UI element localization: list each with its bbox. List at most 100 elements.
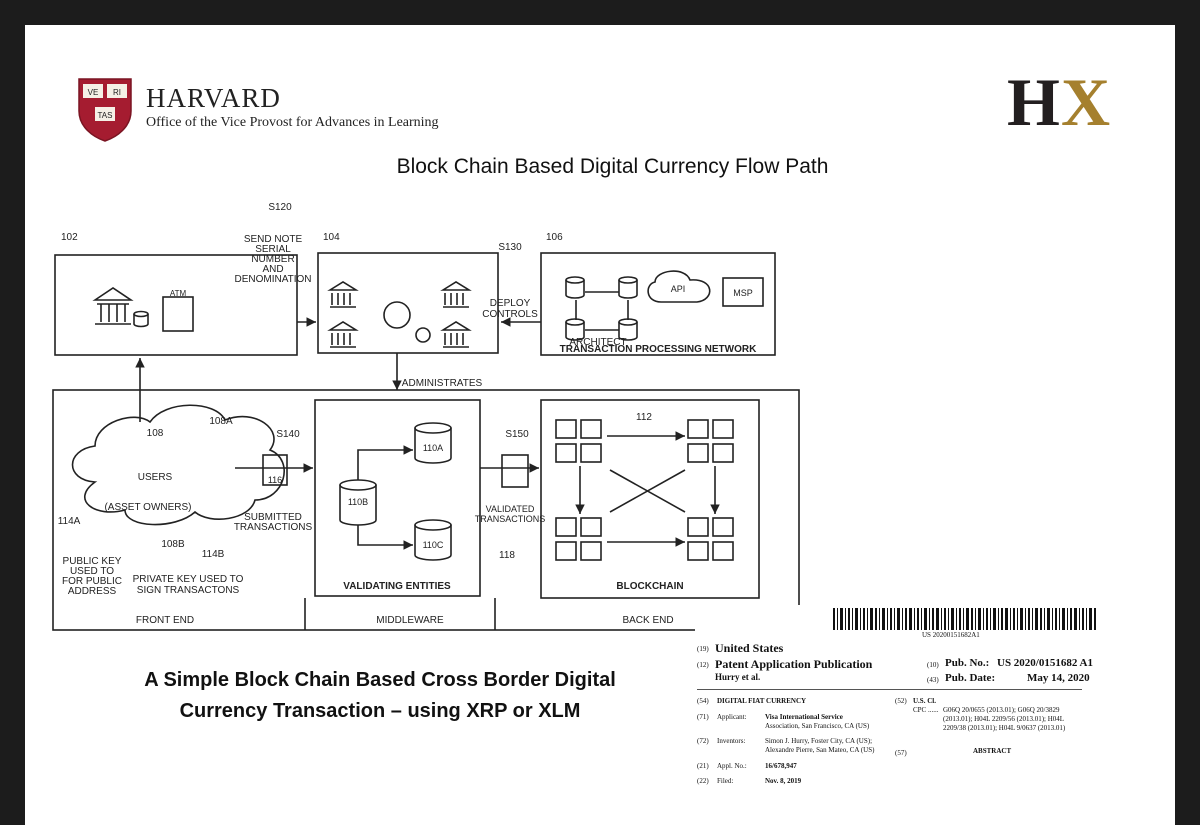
step-s150: S150	[505, 429, 529, 440]
s120-line-4: AND	[262, 264, 283, 275]
pubkey-line-1: PUBLIC KEY	[63, 556, 122, 567]
ref-108: 108	[147, 428, 164, 439]
hx-logo: H X	[1007, 65, 1110, 135]
block-group-br	[687, 517, 734, 561]
harvard-shield-icon: VE RI TAS	[78, 78, 132, 142]
applicant-line-1: Visa International Service	[765, 713, 843, 721]
api-cloud	[647, 270, 711, 303]
front-end-label: FRONT END	[136, 615, 194, 626]
ref-116: 116	[268, 475, 282, 485]
ref-104: 104	[323, 232, 340, 243]
asset-owners-label: (ASSET OWNERS)	[104, 502, 191, 513]
s130-line-1: DEPLOY	[490, 298, 531, 309]
s120-line-5: DENOMINATION	[234, 274, 311, 285]
api-label: API	[671, 284, 686, 294]
inventor-line-2: Alexandre Pierre, San Mateo, CA (US)	[765, 746, 875, 754]
ref-108b: 108B	[161, 539, 185, 550]
pubkey-line-3: FOR PUBLIC	[62, 576, 122, 587]
pub-no: US 2020/0151682 A1	[997, 657, 1093, 669]
users-cloud	[71, 404, 285, 526]
slide: VE RI TAS HARVARD Office of the Vice Pro…	[25, 25, 1175, 825]
tpn-label: TRANSACTION PROCESSING NETWORK	[560, 344, 757, 355]
privkey-line-2: SIGN TRANSACTONS	[137, 585, 240, 596]
users-label: USERS	[138, 472, 173, 483]
blockchain-label: BLOCKCHAIN	[616, 581, 683, 592]
applicant-line-2: Association, San Francisco, CA (US)	[765, 722, 870, 730]
invention-title: DIGITAL FIAT CURRENCY	[717, 697, 807, 705]
applicant-label: Applicant:	[717, 713, 747, 721]
org-name: HARVARD	[146, 83, 281, 113]
pub-no-label: Pub. No.:	[945, 657, 990, 669]
patent-country: United States	[715, 641, 784, 655]
ref-118: 118	[499, 550, 515, 561]
box-102	[54, 254, 298, 356]
slide-title: Block Chain Based Digital Currency Flow …	[396, 155, 829, 178]
inventor-line-1: Simon J. Hurry, Foster City, CA (US);	[765, 737, 873, 745]
ref-110c: 110C	[423, 540, 444, 550]
shield-word-1: VE	[88, 88, 99, 97]
pubkey-line-2: USED TO	[70, 566, 114, 577]
cpc-line-3: 2209/38 (2013.01); H04L 9/0637 (2013.01)	[943, 724, 1066, 732]
inventors-label: Inventors:	[717, 737, 746, 745]
us-cl-label: U.S. Cl.	[913, 697, 936, 705]
ref-114a: 114A	[58, 516, 81, 527]
cpc-label: CPC ......	[913, 706, 939, 714]
cpc-line-2: (2013.01); H04L 2209/56 (2013.01); H04L	[943, 715, 1065, 723]
code-71: (71)	[697, 713, 709, 721]
cpc-line-1: G06Q 20/0655 (2013.01); G06Q 20/3829	[943, 706, 1060, 714]
code-19: (19)	[697, 645, 709, 653]
hx-logo-h: H	[1007, 65, 1060, 135]
pub-date-label: Pub. Date:	[945, 672, 996, 684]
block-group-tl	[555, 419, 602, 463]
ref-102: 102	[61, 232, 78, 243]
code-57: (57)	[895, 749, 907, 757]
submitted-line-1: SUBMITTED	[244, 512, 302, 523]
caption-line-1: A Simple Block Chain Based Cross Border …	[144, 669, 616, 691]
middleware-label: MIDDLEWARE	[376, 615, 444, 626]
ref-106: 106	[546, 232, 563, 243]
architect-label: ARCHITECT	[569, 337, 626, 348]
code-52: (52)	[895, 697, 907, 705]
submitted-line-2: TRANSACTIONS	[234, 522, 313, 533]
filed-date: Nov. 8, 2019	[765, 777, 802, 785]
block-group-bl	[555, 517, 602, 561]
ref-108a: 108A	[209, 416, 233, 427]
administrates-label: ADMINISTRATES	[402, 378, 483, 389]
box-106	[540, 252, 776, 356]
validated-line-2: TRANSACTIONS	[475, 514, 546, 524]
code-12: (12)	[697, 661, 709, 669]
patent-barcode	[833, 608, 1096, 630]
box-104	[317, 252, 499, 354]
code-43: (43)	[927, 676, 939, 684]
patent-excerpt: US 20200151682A1 (19) United States (12)…	[695, 605, 1175, 825]
code-10: (10)	[927, 661, 939, 669]
block-group-tr	[687, 419, 734, 463]
shield-word-3: TAS	[98, 111, 113, 120]
s120-line-1: SEND NOTE	[244, 234, 303, 245]
appl-no-label: Appl. No.:	[717, 762, 747, 770]
middleware-box	[314, 399, 481, 597]
caption-line-2: Currency Transaction – using XRP or XLM	[179, 700, 581, 722]
validated-line-1: VALIDATED	[486, 504, 535, 514]
atm-label: ATM	[170, 289, 187, 298]
back-end-label: BACK END	[622, 615, 673, 626]
validated-doc	[501, 454, 529, 488]
system-frame	[52, 389, 800, 631]
step-s130: S130	[498, 242, 522, 253]
code-54: (54)	[697, 697, 709, 705]
ref-110a: 110A	[423, 443, 443, 453]
shield-word-2: RI	[113, 88, 121, 97]
privkey-line-1: PRIVATE KEY USED TO	[133, 574, 244, 585]
hx-logo-x: X	[1061, 65, 1110, 135]
patent-authors: Hurry et al.	[715, 672, 761, 682]
submitted-doc	[262, 454, 288, 486]
s120-line-2: SERIAL	[255, 244, 291, 255]
pub-date: May 14, 2020	[1027, 672, 1090, 684]
barcode-number: US 20200151682A1	[922, 631, 980, 639]
s120-line-3: NUMBER	[251, 254, 294, 265]
validating-entities-label: VALIDATING ENTITIES	[343, 581, 451, 592]
msp-label: MSP	[733, 288, 753, 298]
code-72: (72)	[697, 737, 709, 745]
slide-caption: A Simple Block Chain Based Cross Border …	[80, 665, 680, 727]
patent-pub-type: Patent Application Publication	[715, 657, 873, 671]
